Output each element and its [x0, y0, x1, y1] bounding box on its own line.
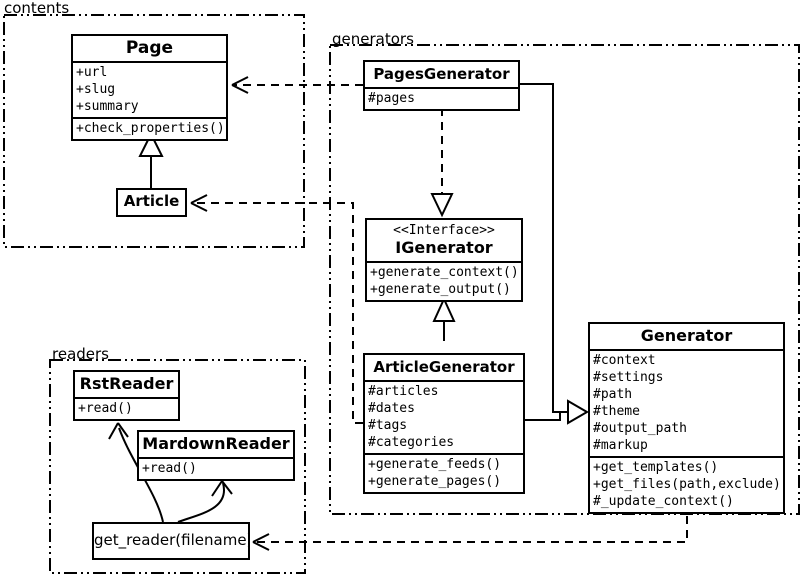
class-title-mardown-reader: MardownReader: [142, 434, 290, 453]
attribute-row: #theme: [593, 404, 640, 419]
method-row: +generate_feeds(): [368, 457, 502, 472]
attribute-row: #markup: [593, 438, 648, 453]
class-title-igenerator: IGenerator: [395, 238, 493, 257]
method-row: +generate_pages(): [368, 474, 502, 489]
class-title-pages-generator: PagesGenerator: [373, 65, 510, 83]
dependency-line-articlegenerator-article: [193, 202, 363, 424]
class-article: Article: [116, 188, 187, 217]
class-title-generator: Generator: [640, 326, 733, 345]
dependency-arrowhead-page: [231, 76, 249, 94]
package-label-generators: generators: [332, 30, 414, 48]
attribute-row: #pages: [368, 91, 415, 106]
attribute-row: +url: [76, 65, 108, 80]
attribute-row: #articles: [368, 384, 439, 399]
method-row: +get_files(path,exclude): [593, 477, 780, 492]
class-generator: Generator #context #settings #path #them…: [588, 322, 785, 514]
class-title-article: Article: [123, 192, 180, 210]
inheritance-triangle-igenerator: [432, 296, 456, 322]
arrowhead-rstreader: [108, 422, 129, 440]
method-row: #_update_context(): [593, 494, 734, 509]
get-reader-label: get_reader(filename): [94, 531, 248, 549]
method-row: +read(): [142, 461, 197, 476]
attribute-row: #tags: [368, 418, 408, 433]
class-mardown-reader: MardownReader +read(): [137, 430, 295, 481]
box-get-reader: get_reader(filename): [92, 522, 250, 560]
class-mardown-reader-methods: +read(): [139, 457, 293, 479]
method-row: +check_properties(): [76, 121, 223, 136]
class-igenerator-methods: +generate_context() +generate_output(): [367, 261, 521, 300]
class-title-rst-reader: RstReader: [79, 374, 174, 393]
class-pages-generator-attributes: #pages: [365, 87, 518, 109]
arrow-curve-getreader-mardownreader: [177, 482, 226, 523]
class-page-methods: +check_properties(): [73, 117, 226, 139]
package-generators-border: [329, 44, 800, 515]
class-pages-generator: PagesGenerator #pages: [363, 60, 520, 111]
method-row: +generate_context(): [370, 265, 518, 280]
inheritance-triangle-article-page: [138, 131, 164, 157]
package-readers-border: [49, 359, 306, 574]
class-igenerator: <<Interface>> IGenerator +generate_conte…: [365, 218, 523, 302]
dependency-line-generator-getreader: [255, 502, 688, 543]
dependency-arrowhead-getreader: [252, 533, 270, 551]
class-article-generator-attributes: #articles #dates #tags #categories: [365, 380, 523, 453]
package-contents-border: [3, 14, 305, 248]
attribute-row: #categories: [368, 435, 455, 450]
class-stereotype-igenerator: <<Interface>>: [393, 223, 495, 238]
class-rst-reader: RstReader +read(): [73, 370, 180, 421]
class-page-attributes: +url +slug +summary: [73, 61, 226, 117]
method-row: +get_templates(): [593, 460, 719, 475]
class-rst-reader-methods: +read(): [75, 397, 178, 419]
attribute-row: +slug: [76, 82, 116, 97]
attribute-row: #settings: [593, 370, 664, 385]
inheritance-line-articlegenerator-generator: [525, 411, 567, 421]
inheritance-triangle-generator: [567, 399, 589, 425]
attribute-row: +summary: [76, 99, 139, 114]
realization-triangle-igenerator: [430, 193, 454, 218]
method-row: +read(): [78, 401, 133, 416]
attribute-row: #output_path: [593, 421, 687, 436]
class-title-page: Page: [125, 38, 174, 58]
class-article-generator: ArticleGenerator #articles #dates #tags …: [363, 353, 525, 494]
package-label-readers: readers: [52, 345, 109, 363]
dependency-arrowhead-article: [190, 194, 208, 212]
class-title-article-generator: ArticleGenerator: [373, 358, 515, 376]
attribute-row: #dates: [368, 401, 415, 416]
inheritance-line-pagesgenerator-generator: [520, 83, 567, 413]
attribute-row: #path: [593, 387, 633, 402]
class-generator-methods: +get_templates() +get_files(path,exclude…: [590, 456, 783, 512]
attribute-row: #context: [593, 353, 656, 368]
class-generator-attributes: #context #settings #path #theme #output_…: [590, 349, 783, 456]
package-label-contents: contents: [4, 0, 70, 17]
class-page: Page +url +slug +summary +check_properti…: [71, 34, 228, 141]
class-article-generator-methods: +generate_feeds() +generate_pages(): [365, 453, 523, 492]
arrowhead-mardownreader: [211, 480, 233, 497]
method-row: +generate_output(): [370, 282, 511, 297]
